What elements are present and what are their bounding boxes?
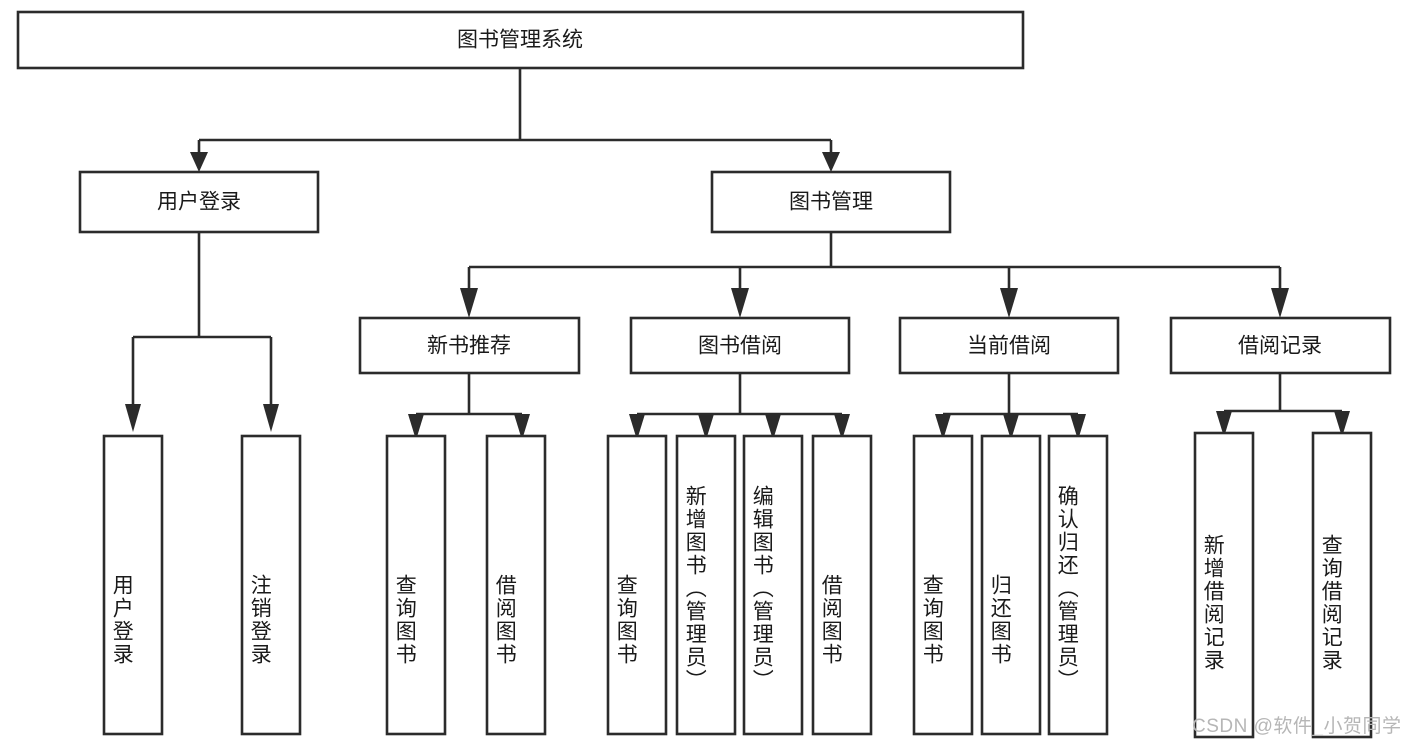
node-current-borrow[interactable]: 当前借阅 [898, 316, 1120, 375]
arrow-head-leaf-query-book-1 [408, 414, 424, 440]
node-new-book-recommend[interactable]: 新书推荐 [358, 316, 581, 375]
arrow-head-book-management [822, 152, 840, 172]
arrow-head-leaf-query-record [1334, 411, 1350, 437]
leaf-box-borrow-book-2[interactable] [811, 434, 873, 736]
node-borrow-record[interactable]: 借阅记录 [1169, 316, 1392, 375]
leaf-box-return-book[interactable] [980, 434, 1042, 736]
arrow-head-leaf-query-book-2 [629, 414, 645, 440]
leaf-box-query-book-3[interactable] [912, 434, 974, 736]
csdn-watermark: CSDN @软件_小贺同学 [1192, 716, 1402, 737]
current-borrow-box [898, 316, 1120, 375]
leaf-box-add-record[interactable] [1193, 431, 1255, 739]
new-book-recommend-label: 新书推荐 [427, 335, 511, 358]
book-management-label: 图书管理 [789, 191, 873, 214]
arrow-head-book-borrow [731, 288, 749, 318]
arrow-head-leaf-borrow-book-2 [834, 414, 850, 440]
root-box [16, 10, 1025, 70]
user-login-label: 用户登录 [157, 191, 241, 214]
node-book-borrow[interactable]: 图书借阅 [629, 316, 851, 375]
arrow-head-user-login [190, 152, 208, 172]
node-root[interactable]: 图书管理系统 [16, 10, 1025, 70]
book-borrow-box [629, 316, 851, 375]
leaf-box-query-book-1[interactable] [385, 434, 447, 736]
arrow-head-leaf-user-login [125, 404, 141, 432]
leaf-box-user-login[interactable] [102, 434, 164, 736]
current-borrow-label: 当前借阅 [967, 335, 1051, 358]
book-management-box [710, 170, 952, 234]
book-borrow-label: 图书借阅 [698, 335, 782, 358]
arrow-head-new-book-recommend [460, 288, 478, 318]
new-book-recommend-box [358, 316, 581, 375]
leaf-box-query-book-2[interactable] [606, 434, 668, 736]
arrow-head-leaf-borrow-book-1 [514, 414, 530, 440]
node-book-management[interactable]: 图书管理 [710, 170, 952, 234]
arrow-head-current-borrow [1000, 288, 1018, 318]
leaf-box-add-book[interactable] [675, 434, 737, 736]
leaf-box-logout-login[interactable] [240, 434, 302, 736]
arrow-head-leaf-add-record [1216, 411, 1232, 437]
arrow-head-leaf-confirm-return [1070, 414, 1086, 440]
leaf-box-confirm-return[interactable] [1047, 434, 1109, 736]
root-label: 图书管理系统 [457, 29, 583, 52]
leaf-box-edit-book[interactable] [742, 434, 804, 736]
arrow-head-leaf-query-book-3 [935, 414, 951, 440]
borrow-record-label: 借阅记录 [1238, 335, 1322, 358]
arrow-head-leaf-add-book [698, 414, 714, 440]
arrow-head-leaf-logout-login [263, 404, 279, 432]
borrow-record-box [1169, 316, 1392, 375]
leaf-box-borrow-book-1[interactable] [485, 434, 547, 736]
arrow-head-leaf-edit-book [765, 414, 781, 440]
node-user-login[interactable]: 用户登录 [78, 170, 320, 234]
arrow-head-borrow-record [1271, 288, 1289, 318]
leaf-box-query-record[interactable] [1311, 431, 1373, 739]
arrow-head-leaf-return-book [1003, 414, 1019, 440]
